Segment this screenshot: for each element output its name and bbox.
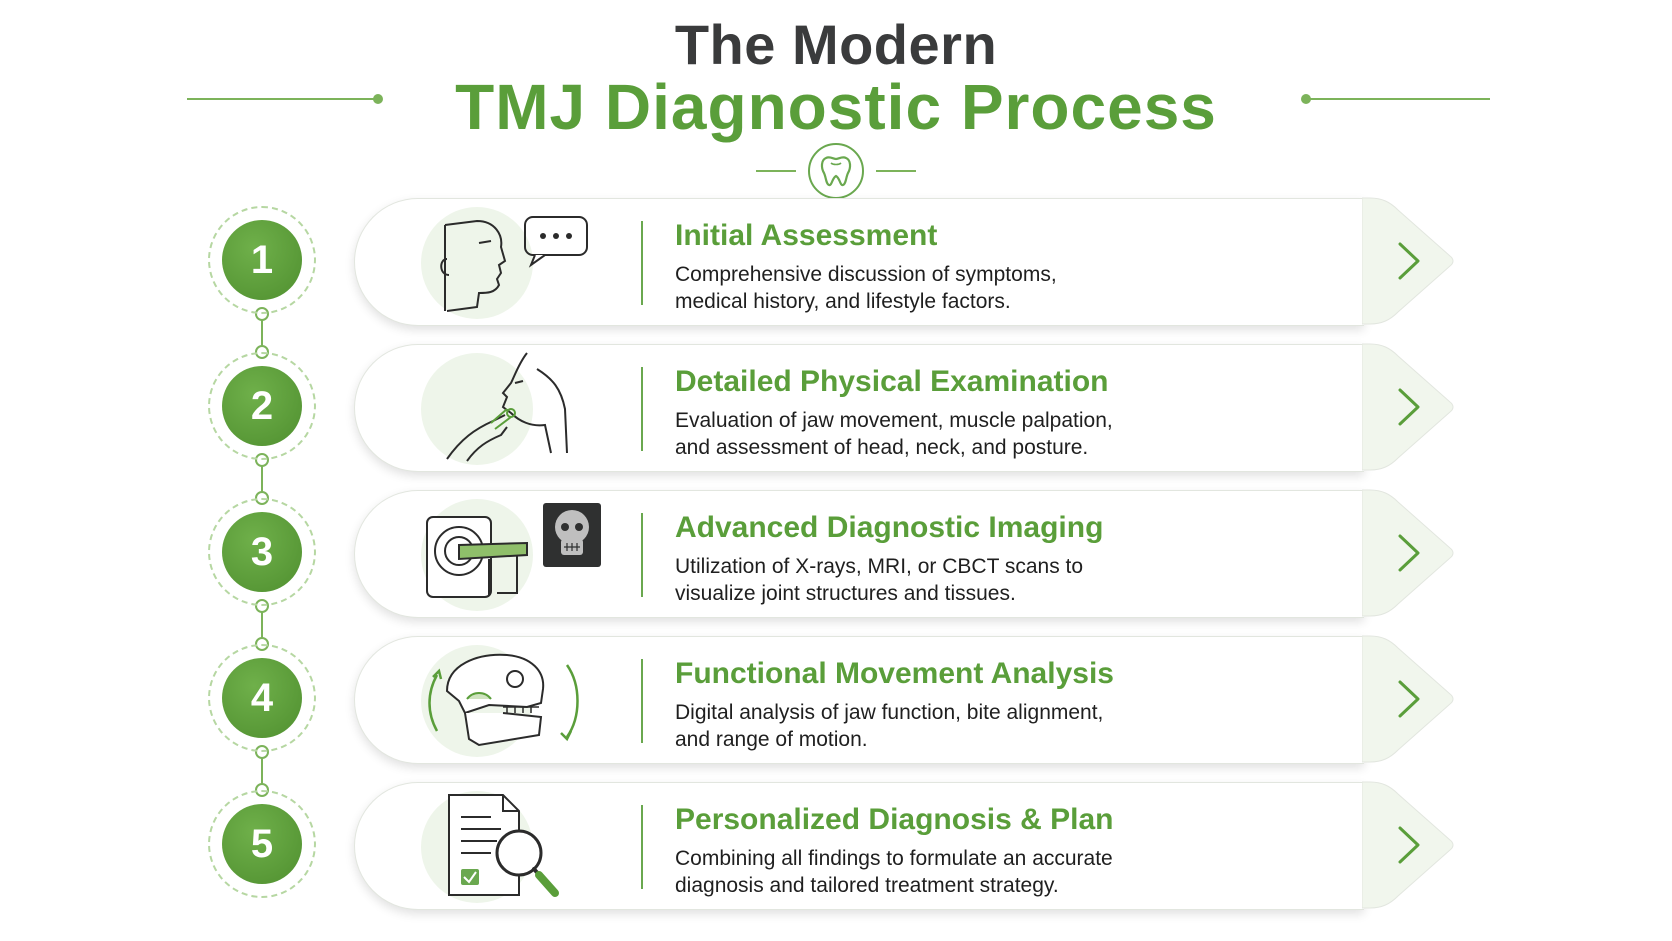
title-rule-left	[187, 98, 377, 100]
icon-backdrop	[421, 353, 533, 465]
emblem-rule-left	[756, 170, 796, 172]
step-card-initial-assessment: Initial Assessment Comprehensive discuss…	[354, 198, 1364, 326]
step-number-badge: 1	[222, 220, 302, 300]
card-divider	[641, 659, 643, 743]
step-title: Initial Assessment	[675, 219, 938, 252]
step-number-ring	[208, 790, 316, 898]
step-title: Personalized Diagnosis & Plan	[675, 803, 1114, 836]
description-line: Evaluation of jaw movement, muscle palpa…	[675, 409, 1113, 432]
chevron-right-icon[interactable]	[1362, 488, 1456, 618]
timeline-connector	[261, 752, 263, 788]
step-description: Digital analysis of jaw function, bite a…	[675, 699, 1315, 753]
step-description: Comprehensive discussion of symptoms, me…	[675, 261, 1315, 315]
step-number-ring	[208, 644, 316, 752]
description-line: visualize joint structures and tissues.	[675, 582, 1016, 605]
mri-scanner-icon	[426, 503, 601, 598]
chevron-right-icon[interactable]	[1362, 780, 1456, 910]
step-card-diagnosis-plan: Personalized Diagnosis & Plan Combining …	[354, 782, 1364, 910]
step-number-ring	[208, 352, 316, 460]
card-divider	[641, 221, 643, 305]
description-line: Comprehensive discussion of symptoms,	[675, 263, 1057, 286]
description-line: Combining all findings to formulate an a…	[675, 847, 1113, 870]
description-line: medical history, and lifestyle factors.	[675, 290, 1011, 313]
title-line-2: TMJ Diagnostic Process	[455, 71, 1217, 143]
step-description: Utilization of X-rays, MRI, or CBCT scan…	[675, 553, 1315, 607]
step-card-physical-examination: Detailed Physical Examination Evaluation…	[354, 344, 1364, 472]
title-rule-right	[1306, 98, 1490, 100]
tooth-icon	[808, 143, 864, 199]
step-description: Combining all findings to formulate an a…	[675, 845, 1315, 899]
description-line: Utilization of X-rays, MRI, or CBCT scan…	[675, 555, 1084, 578]
step-number-ring	[208, 206, 316, 314]
chevron-right-icon[interactable]	[1362, 342, 1456, 472]
step-title: Functional Movement Analysis	[675, 657, 1114, 690]
title-rule-left-dot	[373, 94, 383, 104]
emblem-rule-right	[876, 170, 916, 172]
timeline-connector	[261, 460, 263, 496]
chevron-right-icon[interactable]	[1362, 634, 1456, 764]
step-card-movement-analysis: Functional Movement Analysis Digital ana…	[354, 636, 1364, 764]
step-number-badge: 2	[222, 366, 302, 446]
consultation-icon	[440, 216, 588, 312]
step-title: Detailed Physical Examination	[675, 365, 1109, 398]
step-number-badge: 5	[222, 804, 302, 884]
step-number-badge: 4	[222, 658, 302, 738]
step-card-diagnostic-imaging: Advanced Diagnostic Imaging Utilization …	[354, 490, 1364, 618]
report-magnifier-icon	[448, 794, 559, 897]
timeline-connector	[261, 606, 263, 642]
jaw-palpation-icon	[446, 352, 568, 462]
title-rule-right-dot	[1301, 94, 1311, 104]
title-line-1: The Modern	[674, 13, 998, 76]
description-line: diagnosis and tailored treatment strateg…	[675, 874, 1059, 897]
step-title: Advanced Diagnostic Imaging	[675, 511, 1104, 544]
chevron-right-icon[interactable]	[1362, 196, 1456, 326]
skull-jaw-icon	[428, 653, 579, 747]
card-divider	[641, 805, 643, 889]
step-number-badge: 3	[222, 512, 302, 592]
timeline-connector	[261, 314, 263, 350]
step-description: Evaluation of jaw movement, muscle palpa…	[675, 407, 1315, 461]
description-line: and assessment of head, neck, and postur…	[675, 436, 1089, 459]
card-divider	[641, 367, 643, 451]
description-line: and range of motion.	[675, 728, 868, 751]
card-divider	[641, 513, 643, 597]
step-number-ring	[208, 498, 316, 606]
description-line: Digital analysis of jaw function, bite a…	[675, 701, 1104, 724]
